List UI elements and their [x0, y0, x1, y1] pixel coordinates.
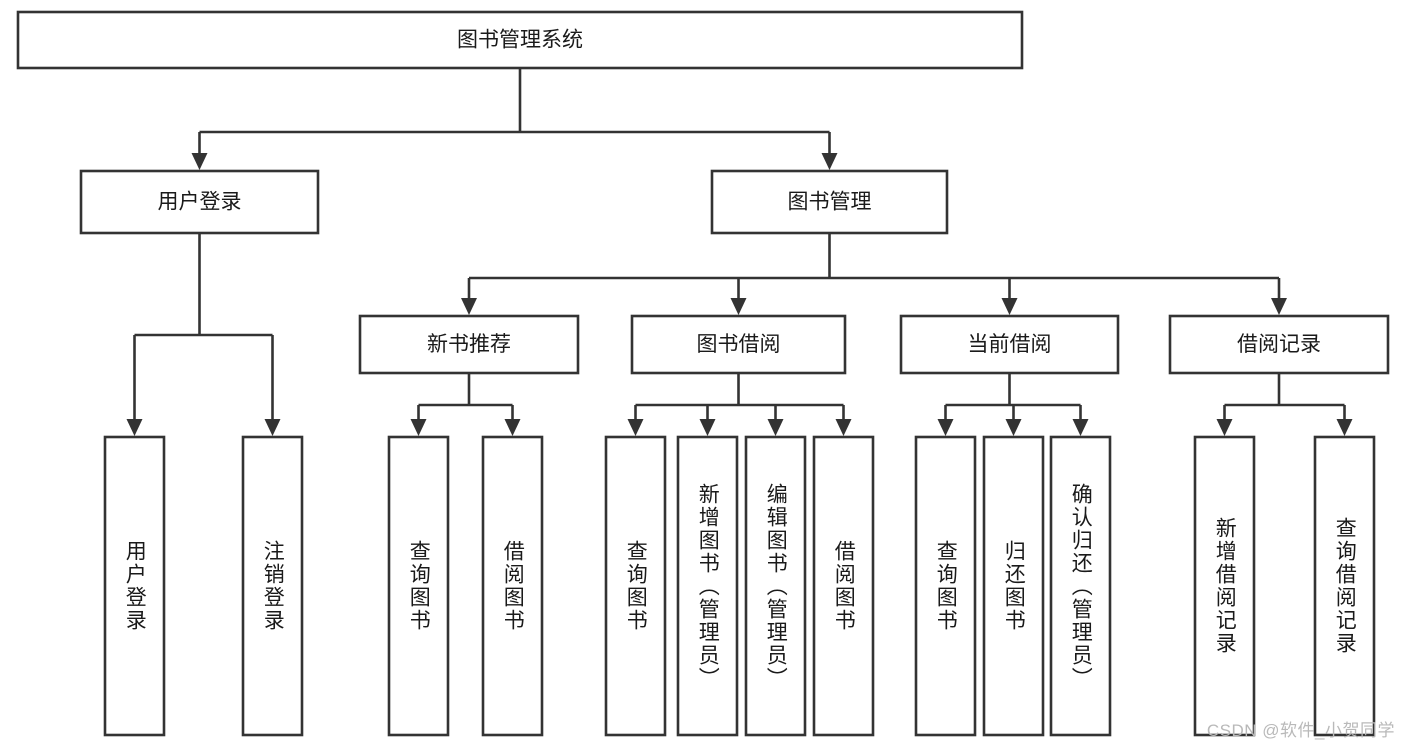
- node-label-current-borrow: 当前借阅: [968, 333, 1052, 356]
- arrow-head-icon: [627, 419, 644, 436]
- arrow-head-icon: [730, 298, 747, 315]
- arrow-head-icon: [1005, 419, 1022, 436]
- node-box-user-login[interactable]: [79, 169, 320, 235]
- node-box-record-add[interactable]: [1193, 435, 1256, 737]
- node-box-current-confirm-return[interactable]: [1049, 435, 1112, 737]
- node-label-book-management: 图书管理: [788, 191, 872, 214]
- arrow-head-icon: [1271, 298, 1287, 315]
- node-box-borrow-query-book[interactable]: [604, 435, 667, 737]
- box-layer: [16, 10, 1390, 737]
- node-label-user-login: 用户登录: [158, 191, 242, 214]
- arrow-head-icon: [767, 419, 784, 436]
- node-box-book-management[interactable]: [710, 169, 949, 235]
- node-box-current-return-book[interactable]: [982, 435, 1045, 737]
- node-box-system[interactable]: [16, 10, 1024, 70]
- arrow-head-icon: [264, 419, 281, 436]
- node-box-book-borrow[interactable]: [630, 314, 847, 375]
- arrow-head-icon: [410, 419, 427, 436]
- arrow-head-icon: [821, 153, 838, 170]
- node-box-new-book-recommend[interactable]: [358, 314, 580, 375]
- node-label-new-book-recommend: 新书推荐: [427, 333, 511, 356]
- node-label-book-borrow: 图书借阅: [697, 333, 781, 356]
- arrow-head-icon: [937, 419, 954, 436]
- connector-layer: [126, 68, 1353, 436]
- node-label-system: 图书管理系统: [457, 29, 583, 52]
- node-box-borrow-borrow-book[interactable]: [812, 435, 875, 737]
- arrow-head-icon: [461, 298, 477, 315]
- arrow-head-icon: [1216, 419, 1233, 436]
- node-box-borrow-add-book[interactable]: [676, 435, 739, 737]
- node-box-current-query-book[interactable]: [914, 435, 977, 737]
- node-box-current-borrow[interactable]: [899, 314, 1120, 375]
- node-box-recommend-borrow-book[interactable]: [481, 435, 544, 737]
- arrow-head-icon: [699, 419, 716, 436]
- arrow-head-icon: [504, 419, 521, 436]
- watermark-text: CSDN @软件_小贺同学: [1206, 721, 1395, 740]
- node-box-borrow-record[interactable]: [1168, 314, 1390, 375]
- arrow-head-icon: [191, 153, 208, 170]
- node-box-borrow-edit-book[interactable]: [744, 435, 807, 737]
- node-box-login[interactable]: [103, 435, 166, 737]
- node-label-borrow-record: 借阅记录: [1237, 333, 1321, 356]
- node-box-recommend-query-book[interactable]: [387, 435, 450, 737]
- arrow-head-icon: [1001, 298, 1018, 315]
- arrow-head-icon: [1072, 419, 1089, 436]
- arrow-head-icon: [1336, 419, 1353, 436]
- node-box-logout[interactable]: [241, 435, 304, 737]
- arrow-head-icon: [126, 419, 143, 436]
- node-box-record-query[interactable]: [1313, 435, 1376, 737]
- arrow-head-icon: [835, 419, 852, 436]
